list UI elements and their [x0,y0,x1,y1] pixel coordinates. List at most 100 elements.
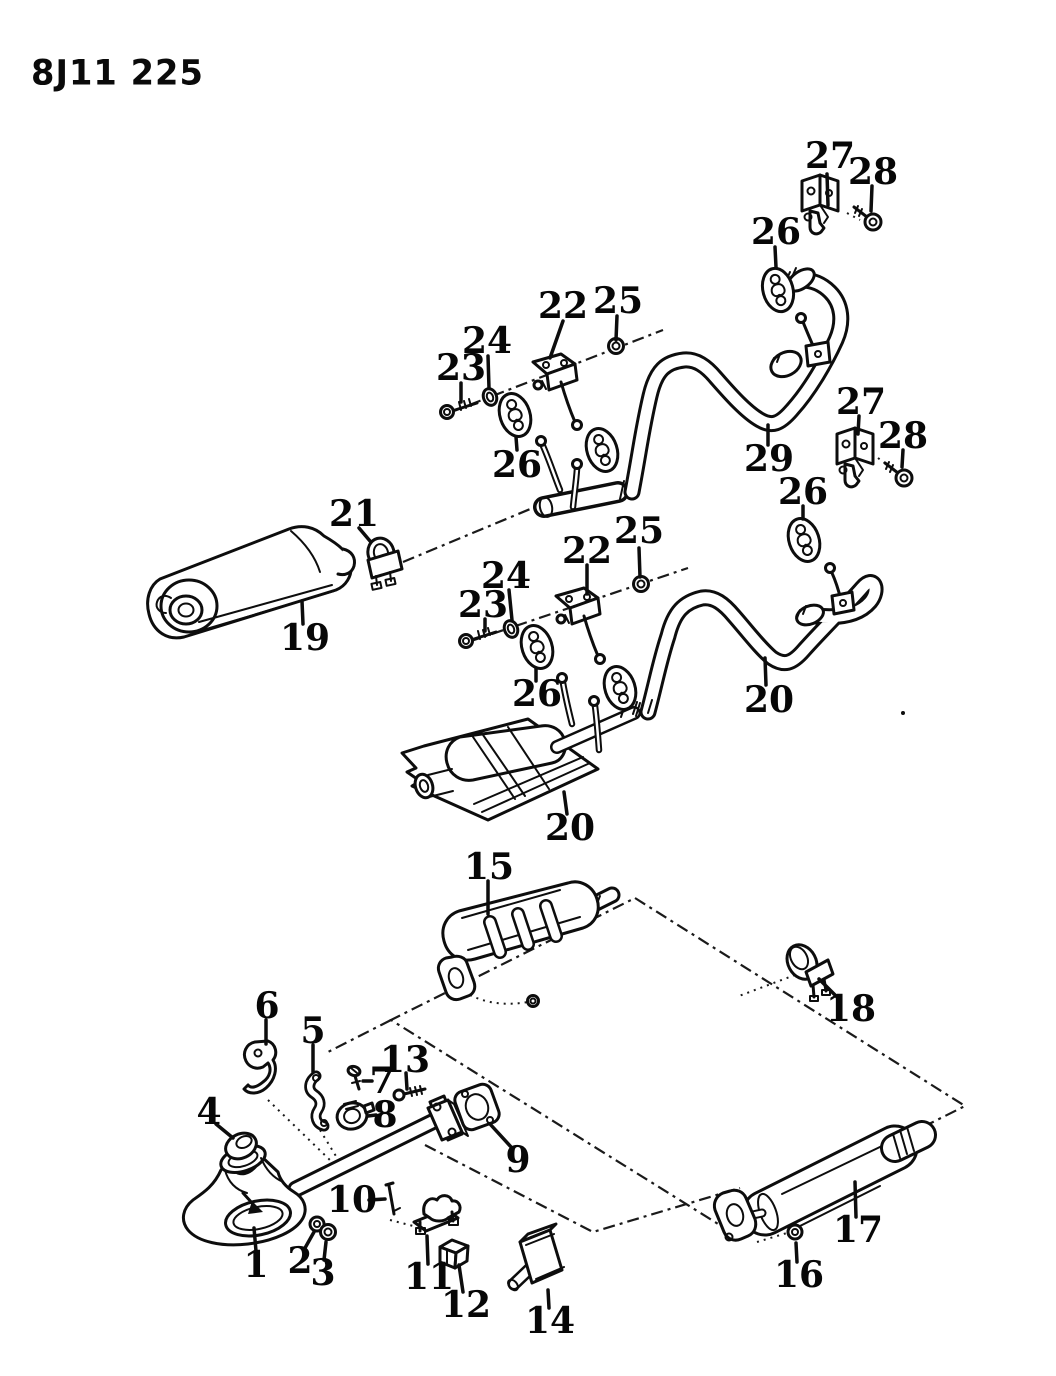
part-callout-20: 20 [544,807,596,849]
part-24-washer-upper [479,385,501,409]
leader-line-28 [869,184,874,213]
part-callout-7: 7 [369,1060,395,1102]
part-callout-23: 23 [457,584,509,626]
part-callout-14: 14 [524,1300,576,1342]
figure-code: 8J11 225 [31,52,204,93]
part-19-muffler-drawing [146,525,356,640]
part-callout-1: 1 [243,1244,269,1286]
part-callout-25: 25 [613,510,665,552]
part-23-bolt-lower [458,626,498,649]
part-20-muffler-heatshield-drawing [400,672,641,822]
part-10-pin-drawing [384,1181,401,1216]
part-13-bolt-drawing [392,1085,427,1102]
part-callout-2: 2 [287,1240,313,1282]
part-17-resonator-drawing [712,1120,937,1242]
leader-line-3 [322,1240,328,1262]
leader-line-11 [425,1234,430,1266]
part-14-support-bracket-drawing [507,1222,565,1292]
leader-line-24 [486,354,491,390]
leader-line-8 [366,1113,378,1118]
part-26-hanger-c [756,263,800,317]
leader-line-26 [773,245,778,269]
part-callout-19: 19 [279,617,331,659]
part-callout-11: 11 [403,1256,455,1298]
part-28-screw-a [852,204,883,232]
leader-line-25 [637,546,642,579]
part-callout-28: 28 [847,151,899,193]
part-18-clamp-drawing [785,943,835,1002]
part-7-screw-drawing [346,1064,362,1091]
part-27-bracket-b [835,426,875,489]
part-callout-18: 18 [825,988,877,1030]
leader-line-13 [404,1071,409,1091]
upper-hanger-assembly-drawing [439,337,633,518]
leader-line-21 [357,526,372,543]
part-20-tailpipe-drawing [635,562,884,721]
part-26-hanger-a [492,387,538,443]
leader-line-16 [794,1241,799,1264]
leader-line-9 [488,1122,514,1150]
leader-line-22 [548,319,565,360]
part-28-screw-b [883,460,914,488]
part-callout-27: 27 [835,381,887,423]
part-8-clamp-drawing [335,1100,376,1131]
part-22-bracket-upper [531,352,583,431]
part-callout-9: 9 [505,1139,531,1181]
part-11-insulator-bracket-drawing [412,1194,462,1235]
part-23-bolt-upper [439,397,479,420]
part-callout-4: 4 [196,1091,222,1133]
part-callout-26: 26 [777,471,829,513]
part-12-rubber-block-drawing [438,1238,470,1270]
leader-line-1 [252,1226,258,1253]
part-callout-6: 6 [254,985,280,1027]
part-9-gasket-drawing [453,1082,501,1132]
leader-lines [214,172,905,1310]
part-callout-28: 28 [877,415,929,457]
part-callout-23: 23 [435,347,487,389]
leader-line-26 [514,435,519,452]
part-16-nut [786,1223,804,1241]
part-22-bracket-lower [554,586,606,665]
part-callout-21: 21 [328,493,380,535]
part-callout-16: 16 [773,1254,825,1296]
part-callout-8: 8 [372,1094,398,1136]
part-26-hanger-f [781,512,827,568]
part-callout-22: 22 [561,530,613,572]
leader-line-27 [825,172,830,207]
part-callout-15: 15 [463,846,515,888]
leader-line-27 [856,414,861,436]
leader-line-25 [614,314,619,342]
part-29-tailpipe-drawing [623,267,850,501]
leader-line-24 [507,588,514,622]
part-callout-26: 26 [491,444,543,486]
part-1-front-pipe-drawing [181,1094,469,1247]
part-5-bracket-drawing [304,1070,330,1132]
part-callout-10: 10 [326,1179,378,1221]
leader-line-20 [763,656,768,687]
part-callout-22: 22 [537,285,589,327]
part-callout-20: 20 [743,679,795,721]
part-25-nut-lower [632,575,650,593]
leader-line-4 [214,1122,235,1140]
part-callout-24: 24 [480,555,532,597]
part-callout-26: 26 [511,673,563,715]
part-callout-27: 27 [804,135,856,177]
part-callout-24: 24 [461,320,513,362]
leader-line-10 [367,1197,387,1202]
part-callout-12: 12 [440,1284,492,1326]
part-15-catalytic-converter-drawing [436,880,621,1008]
part-callout-5: 5 [300,1010,326,1052]
part-3-nut-drawing [319,1223,337,1241]
part-callout-26: 26 [750,211,802,253]
part-26-hanger-b [579,422,625,478]
part-6-hanger-hook-drawing [242,1039,278,1095]
part-21-clamp-drawing [366,536,404,591]
leader-line-28 [900,448,905,469]
part-callout-13: 13 [379,1039,431,1081]
part-26-hanger-d [514,619,560,675]
leader-line-17 [853,1180,858,1219]
part-callout-25: 25 [592,280,644,322]
leader-line-2 [303,1230,316,1250]
